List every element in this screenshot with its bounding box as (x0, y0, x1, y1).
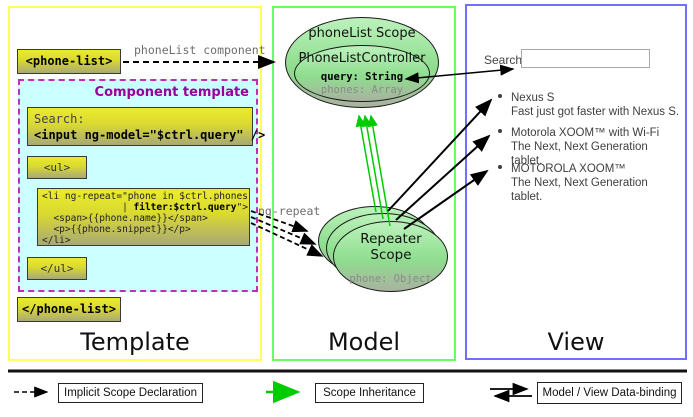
li-code-line-4: <p>{{phone.snippet}}</p> (42, 224, 191, 235)
ul-close-tag-box: </ul> (27, 257, 87, 280)
phone-title: Motorola XOOM™ with Wi-Fi (511, 127, 660, 139)
template-caption: Template (80, 328, 190, 356)
phonelist-controller-label: PhoneListController (298, 51, 426, 66)
bullet-icon (498, 165, 502, 169)
view-caption: View (547, 328, 605, 356)
phone-list-close-tag-box: </phone-list> (17, 297, 121, 322)
phone-list-item: MOTOROLA XOOM™ The Next, Next Generation… (498, 162, 680, 204)
repeater-scope-ellipse-front (333, 221, 448, 292)
phone-title: MOTOROLA XOOM™ (511, 163, 626, 175)
phone-title: Nexus S (511, 92, 555, 104)
phonelist-scope-label: phoneList Scope (308, 26, 416, 41)
ng-repeat-code-box: <li ng-repeat="phone in $ctrl.phones | f… (37, 188, 250, 246)
phone-list-open-tag-box: <phone-list> (17, 49, 121, 74)
repeater-scope-label: Repeater Scope (360, 231, 422, 263)
search-code-label: Search: (34, 112, 85, 126)
view-search-input[interactable] (521, 49, 650, 68)
phones-property: phones: Array (320, 84, 404, 96)
li-code-line-1: <li ng-repeat="phone in $ctrl.phones (42, 191, 248, 202)
view-search-label: Search: (484, 53, 526, 67)
li-code-line-2: | filter:$ctrl.query"> (42, 202, 248, 213)
ng-repeat-annotation: ng-repeat (258, 204, 321, 218)
phone-list-item: Motorola XOOM™ with Wi-Fi The Next, Next… (498, 126, 680, 168)
legend-model-view-data-binding: Model / View Data-binding (537, 382, 682, 404)
phone-snippet: The Next, Next Generation tablet. (511, 177, 648, 203)
ul-open-tag-box: <ul> (27, 156, 87, 179)
query-property: query: String (320, 71, 404, 83)
component-template-label: Component template (94, 85, 249, 100)
li-code-line-3: <span>{{phone.name}}</span> (42, 213, 208, 224)
ng-model-code-line: <input ng-model="$ctrl.query" /> (34, 128, 266, 142)
model-caption: Model (327, 328, 401, 356)
bullet-icon (498, 129, 502, 133)
li-code-line-5: </li> (42, 235, 71, 246)
phone-list-item: Nexus S Fast just got faster with Nexus … (498, 91, 680, 119)
phone-snippet: The Next, Next Generation tablet. (511, 141, 648, 167)
search-input-code-box: Search: <input ng-model="$ctrl.query" /> (27, 107, 266, 146)
legend-implicit-scope-declaration: Implicit Scope Declaration (58, 383, 203, 403)
legend-scope-inheritance: Scope Inheritance (315, 383, 424, 403)
bullet-icon (498, 94, 502, 98)
phonelist-controller-ellipse (294, 45, 430, 102)
phone-snippet: Fast just got faster with Nexus S. (511, 106, 680, 118)
phone-property: phone: Object (349, 273, 432, 285)
phonelist-component-annotation: phoneList component (134, 43, 266, 57)
